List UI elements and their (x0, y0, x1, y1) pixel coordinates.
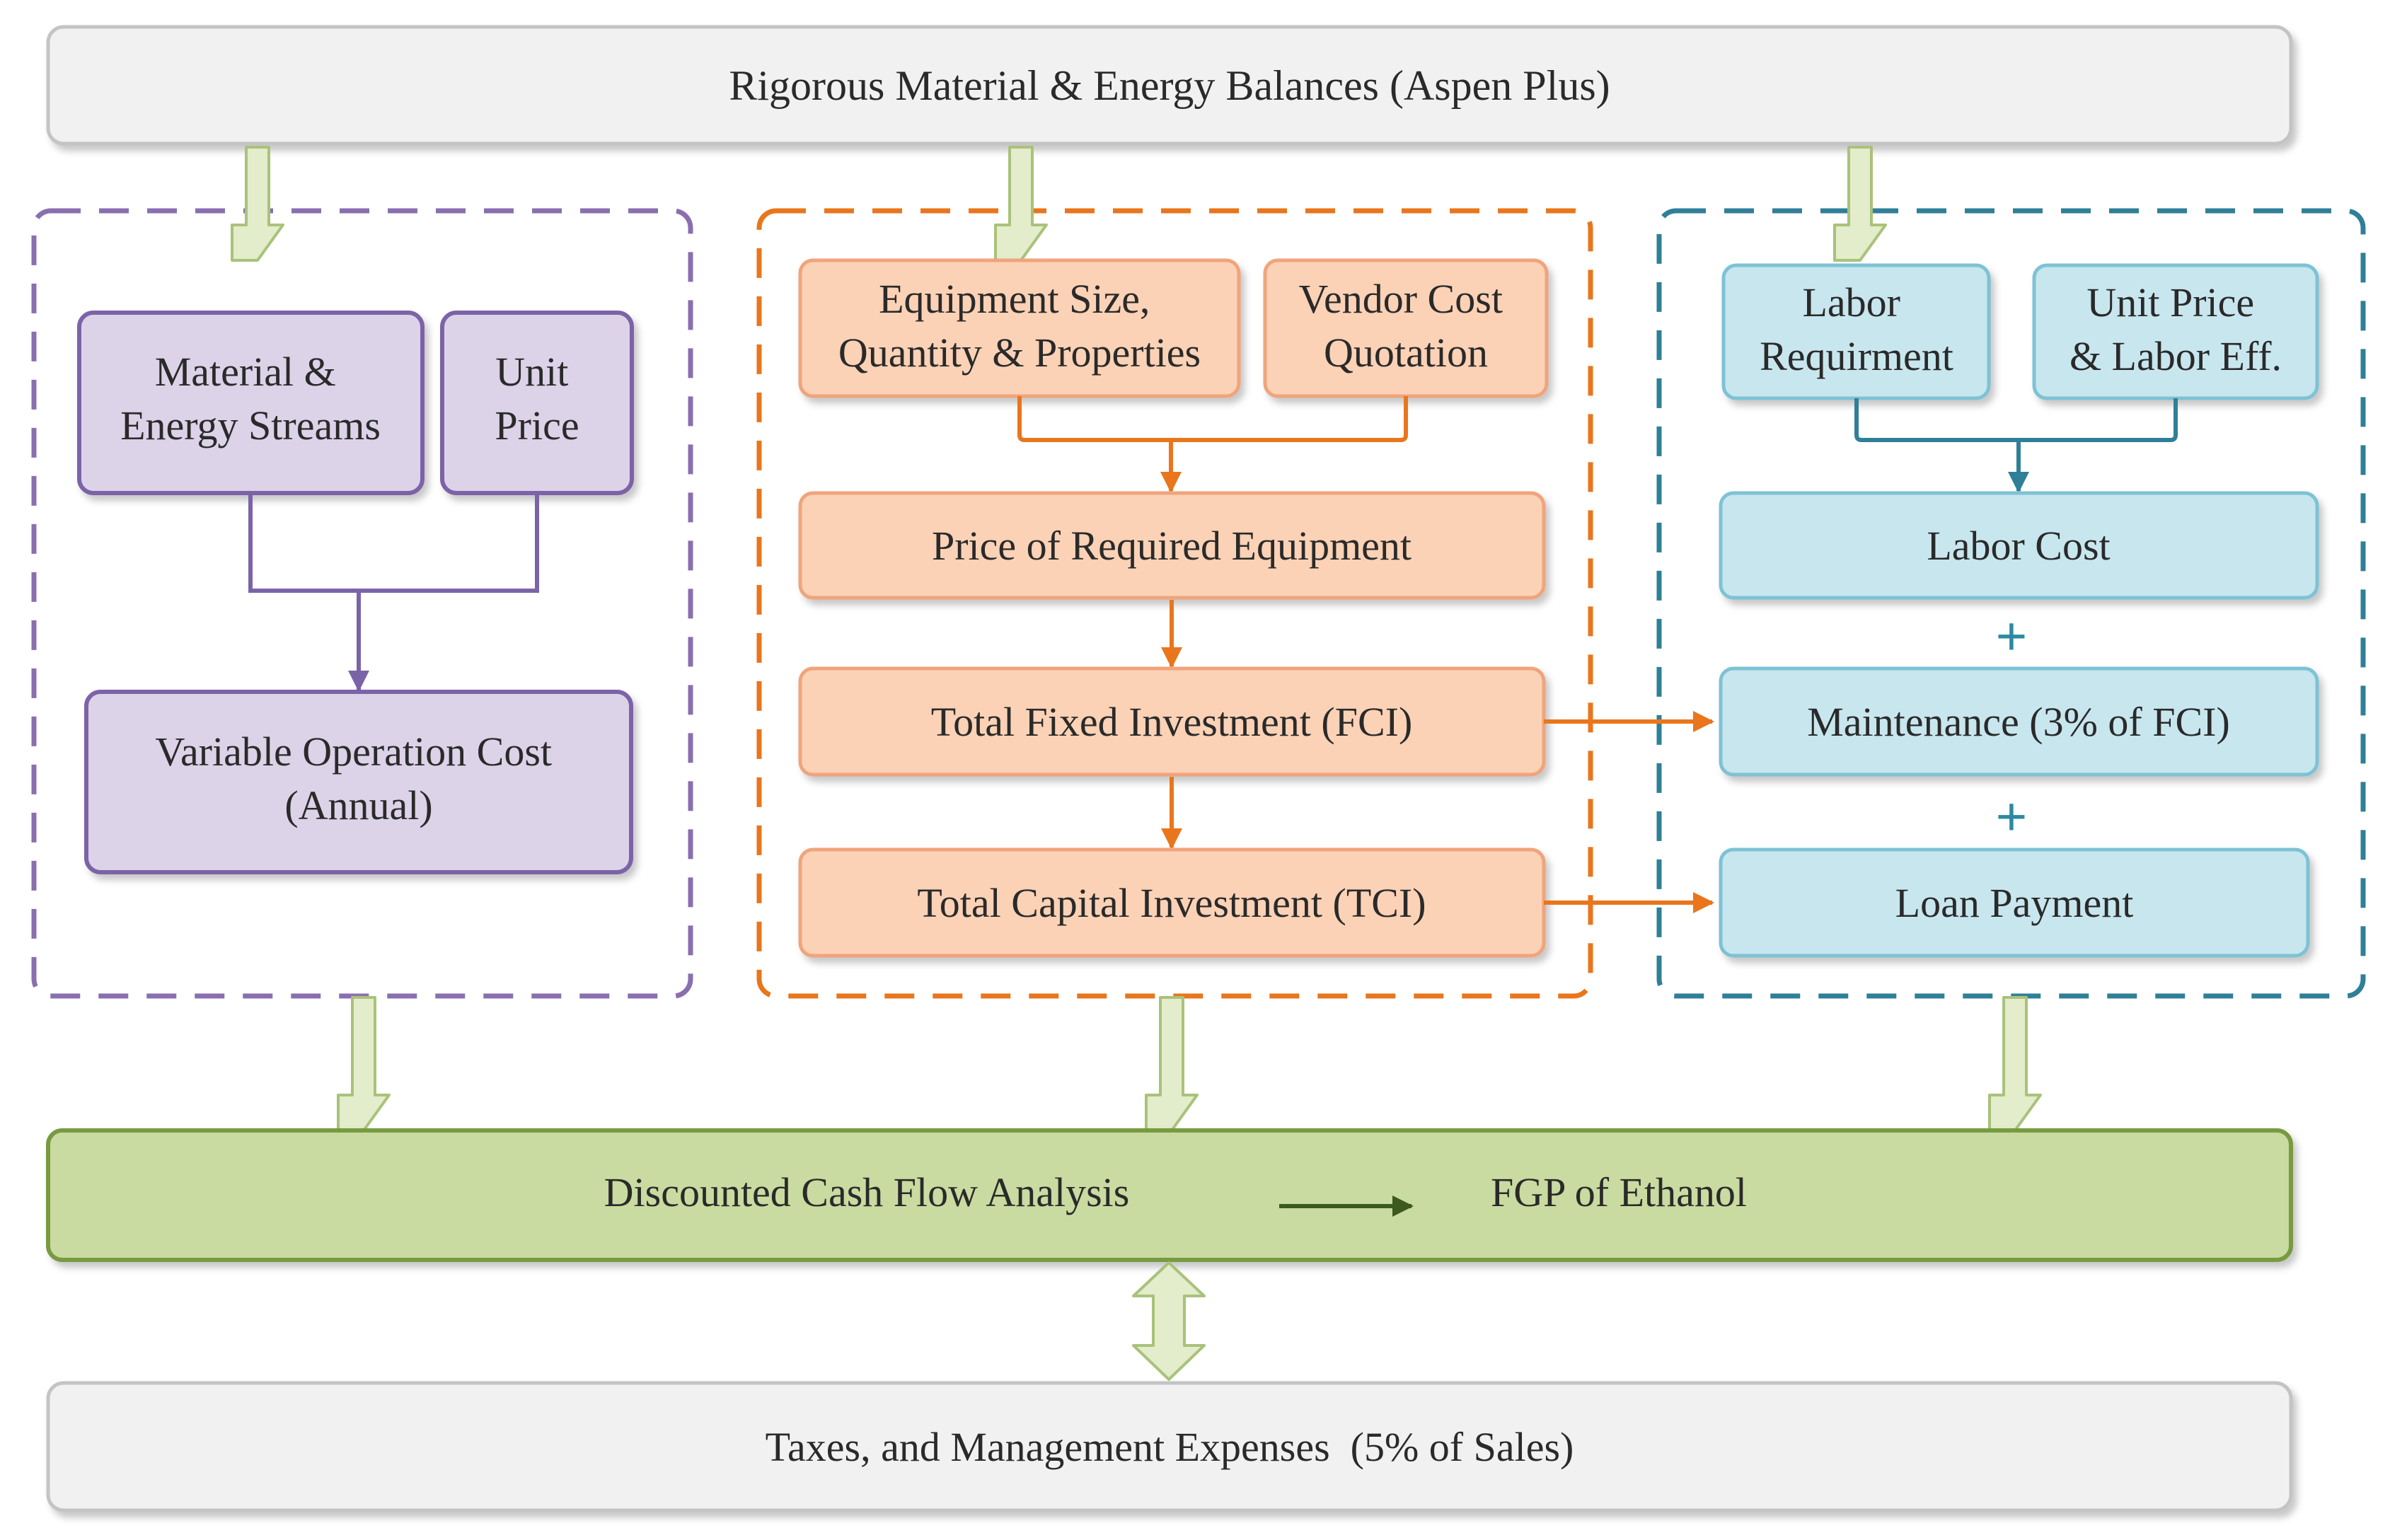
tci-label: Total Capital Investment (TCI) (917, 880, 1426, 926)
bottom-label: Taxes, and Management Expenses (5% of Sa… (766, 1424, 1574, 1470)
labor-req-line-1: Labor (1803, 279, 1901, 325)
equipment-line-1: Equipment Size, (879, 276, 1150, 322)
variable-cost-line-2: (Annual) (284, 782, 432, 828)
left-connector (248, 493, 539, 688)
fgp-ethanol-label: FGP of Ethanol (1491, 1169, 1747, 1215)
labor-requirement-label: Labor Requirment (1760, 279, 1953, 379)
unit-price-labor-label: Unit Price & Labor Eff. (2069, 279, 2282, 379)
plus-sign-1: + (1996, 606, 2027, 666)
maintenance-box (1719, 666, 2319, 777)
vendor-line-2: Quotation (1324, 330, 1488, 376)
equipment-size-label: Equipment Size, Quantity & Properties (838, 276, 1201, 376)
fci-label: Total Fixed Investment (FCI) (931, 699, 1413, 745)
variable-operation-cost-box (84, 690, 633, 874)
plus-sign-2: + (1996, 787, 2027, 847)
equipment-line-2: Quantity & Properties (838, 330, 1201, 376)
block-arrow-down-middle-to-dcf (1145, 996, 1199, 1132)
labor-req-line-2: Requirment (1760, 333, 1953, 379)
maintenance-label: Maintenance (3% of FCI) (1807, 699, 2230, 745)
price-required-equipment-box (798, 491, 1546, 600)
double-block-arrow (1132, 1261, 1206, 1381)
middle-top-connector (1017, 396, 1408, 442)
vendor-cost-label: Vendor Cost Quotation (1299, 276, 1513, 376)
labor-cost-box (1719, 491, 2319, 600)
block-arrow-down-left-to-dcf (337, 996, 391, 1132)
unit-price-line-2: Price (495, 403, 579, 448)
top-label: Rigorous Material & Energy Balances (Asp… (729, 62, 1610, 109)
material-line-2: Energy Streams (120, 403, 381, 448)
dcf-analysis-label: Discounted Cash Flow Analysis (604, 1169, 1130, 1215)
variable-operation-cost-label: Variable Operation Cost (Annual) (155, 729, 562, 828)
block-arrow-down-right (1833, 146, 1887, 262)
unit-price-labor-line-1: Unit Price (2086, 279, 2254, 325)
price-required-equipment-label: Price of Required Equipment (932, 523, 1412, 569)
material-line-1: Material & (155, 349, 336, 395)
block-arrow-down-middle (994, 146, 1048, 262)
unit-price-line-1: Unit (495, 349, 568, 395)
bottom-box (46, 1381, 2293, 1512)
top-box (46, 25, 2293, 146)
right-top-connector (1854, 398, 2178, 442)
variable-cost-line-1: Variable Operation Cost (155, 729, 552, 775)
block-arrow-down-left (231, 146, 284, 262)
unit-price-labor-line-2: & Labor Eff. (2069, 333, 2282, 379)
unit-price-label: Unit Price (495, 349, 579, 448)
labor-cost-label: Labor Cost (1927, 523, 2110, 569)
material-energy-streams-label: Material & Energy Streams (120, 349, 381, 448)
block-arrow-down-right-to-dcf (1988, 996, 2042, 1132)
loan-payment-label: Loan Payment (1895, 880, 2134, 926)
vendor-line-1: Vendor Cost (1299, 276, 1503, 322)
loan-payment-box (1719, 847, 2310, 958)
dcf-bar (46, 1128, 2293, 1262)
